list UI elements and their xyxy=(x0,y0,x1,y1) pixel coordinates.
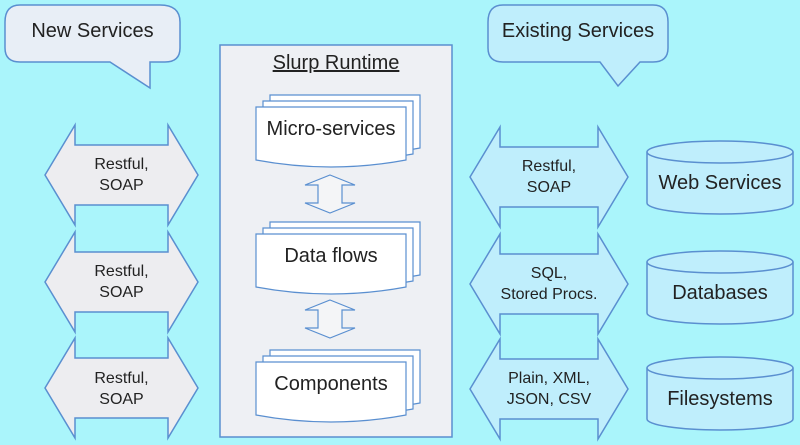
left-arrow-1-line1: Restful, xyxy=(94,156,149,173)
new-services-label: New Services xyxy=(31,20,154,42)
existing-services-label: Existing Services xyxy=(501,20,655,42)
web-services-cylinder xyxy=(646,140,794,215)
left-arrow-2-line2: SOAP xyxy=(99,284,144,301)
left-arrow-3-line2: SOAP xyxy=(99,391,144,408)
left-arrow-1-line2: SOAP xyxy=(99,177,144,194)
right-arrow-2-label: SQL, Stored Procs. xyxy=(484,263,614,305)
right-arrow-1-line1: Restful, xyxy=(521,158,577,175)
right-arrow-3-label: Plain, XML, JSON, CSV xyxy=(490,368,608,410)
left-arrow-2-label: Restful, SOAP xyxy=(75,261,168,303)
right-double-arrow-1 xyxy=(469,124,629,230)
right-arrow-2-line2: Stored Procs. xyxy=(500,286,598,303)
existing-services-callout xyxy=(487,4,669,88)
left-double-arrow-3 xyxy=(44,335,199,441)
components-document-stack xyxy=(255,349,421,423)
left-double-arrow-2 xyxy=(44,229,199,335)
micro-services-document-stack xyxy=(255,94,421,168)
left-arrow-3-label: Restful, SOAP xyxy=(75,368,168,410)
databases-label: Databases xyxy=(672,282,768,304)
filesystems-label: Filesystems xyxy=(667,388,773,410)
web-services-label: Web Services xyxy=(658,172,782,194)
components-label: Components xyxy=(274,373,388,395)
right-double-arrow-3 xyxy=(469,336,629,442)
data-flows-label: Data flows xyxy=(284,245,378,267)
left-double-arrow-1 xyxy=(44,122,199,228)
vertical-double-arrow-lower xyxy=(304,299,356,339)
right-arrow-1-line2: SOAP xyxy=(526,179,572,196)
right-arrow-3-line2: JSON, CSV xyxy=(506,391,592,408)
filesystems-cylinder xyxy=(646,356,794,431)
left-arrow-1-label: Restful, SOAP xyxy=(75,154,168,196)
left-arrow-3-line1: Restful, xyxy=(94,370,149,387)
right-arrow-1-label: Restful, SOAP xyxy=(490,156,608,198)
left-arrow-2-line1: Restful, xyxy=(94,263,149,280)
right-double-arrow-2 xyxy=(469,231,629,337)
vertical-double-arrow-upper xyxy=(304,174,356,214)
right-arrow-2-line1: SQL, xyxy=(530,265,568,282)
right-arrow-3-line1: Plain, XML, xyxy=(508,370,590,387)
data-flows-document-stack xyxy=(255,221,421,295)
databases-cylinder xyxy=(646,250,794,325)
runtime-title: Slurp Runtime xyxy=(272,52,400,74)
new-services-callout xyxy=(4,4,181,90)
micro-services-label: Micro-services xyxy=(266,118,396,140)
